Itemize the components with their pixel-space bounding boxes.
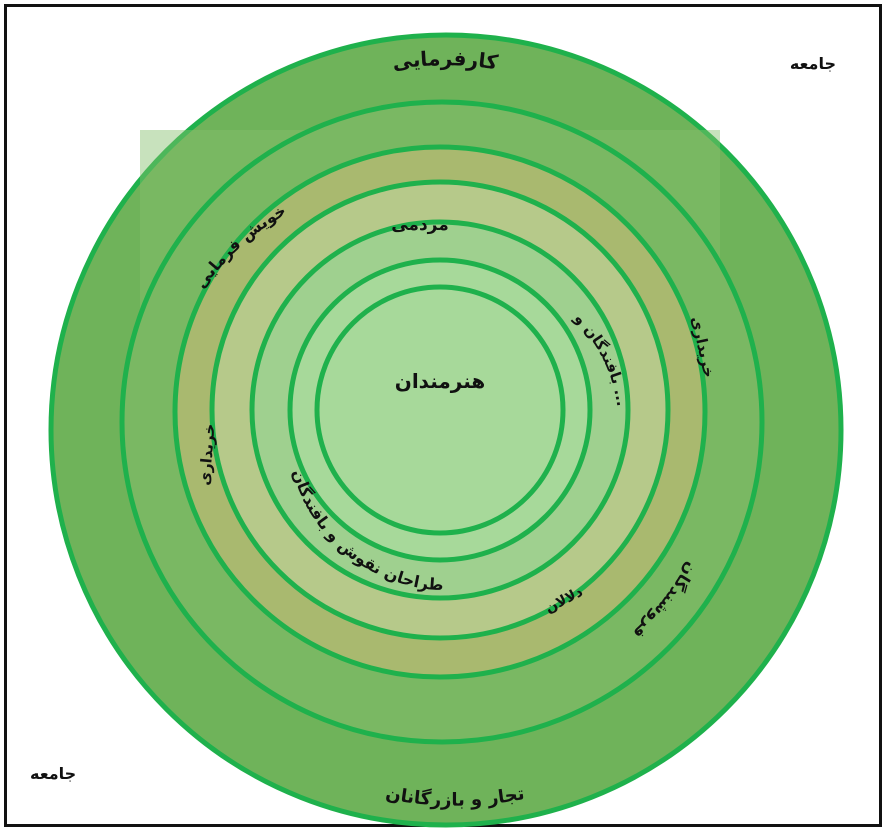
people-label: مردمی xyxy=(391,215,449,235)
inner-circle xyxy=(314,284,566,536)
buyers-left-label: خریداری xyxy=(195,423,218,486)
patrons-label: کارفرمایی xyxy=(391,46,500,74)
center-label: هنرمندان xyxy=(395,369,486,393)
corner-label-top-right: جامعه xyxy=(789,54,836,73)
corner-label-bottom-left: جامعه xyxy=(30,764,77,783)
